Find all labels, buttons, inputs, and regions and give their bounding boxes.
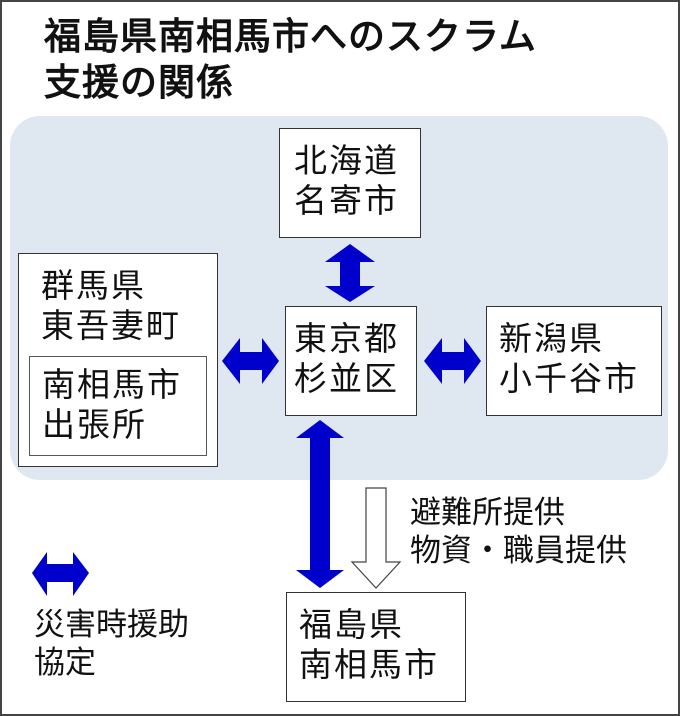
node-suginami-line-1: 東京都	[294, 319, 399, 358]
branch-office-line-1: 南相馬市	[42, 365, 182, 404]
title-line-2: 支援の関係	[44, 61, 234, 104]
legend-line-2: 協定	[34, 645, 96, 681]
diagram-title: 福島県南相馬市へのスクラム 支援の関係	[44, 14, 537, 106]
node-nayoro-line-1: 北海道	[294, 141, 399, 180]
node-nayoro-line-2: 名寄市	[294, 181, 399, 220]
node-suginami: 東京都 杉並区	[285, 306, 417, 416]
node-minamisoma-line-1: 福島県	[299, 605, 404, 644]
node-higashiagatsuma-line-2: 東吾妻町	[41, 306, 181, 345]
legend-double-arrow-icon	[32, 552, 89, 596]
support-note: 避難所提供 物資・職員提供	[410, 494, 627, 570]
node-minamisoma-branch-office: 南相馬市 出張所	[29, 356, 207, 456]
legend-line-1: 災害時援助	[34, 607, 189, 643]
node-ojiya: 新潟県 小千谷市	[486, 306, 662, 416]
node-suginami-line-2: 杉並区	[294, 359, 399, 398]
node-nayoro: 北海道 名寄市	[279, 128, 421, 238]
support-note-line-1: 避難所提供	[410, 495, 565, 531]
arrow-nayoro-suginami	[325, 244, 375, 302]
support-note-line-2: 物資・職員提供	[410, 533, 627, 569]
support-arrow	[350, 487, 402, 589]
arrow-suginami-ojiya	[424, 338, 481, 384]
node-higashiagatsuma-line-1: 群馬県	[41, 266, 146, 305]
arrow-gunma-suginami	[222, 338, 279, 384]
branch-office-line-2: 出張所	[42, 405, 147, 444]
title-line-1: 福島県南相馬市へのスクラム	[44, 15, 537, 58]
node-ojiya-line-1: 新潟県	[499, 319, 604, 358]
node-minamisoma: 福島県 南相馬市	[286, 592, 466, 702]
node-ojiya-line-2: 小千谷市	[499, 359, 639, 398]
arrow-suginami-minamisoma	[296, 420, 344, 588]
legend-label: 災害時援助 協定	[34, 606, 189, 682]
node-minamisoma-line-2: 南相馬市	[299, 645, 439, 684]
